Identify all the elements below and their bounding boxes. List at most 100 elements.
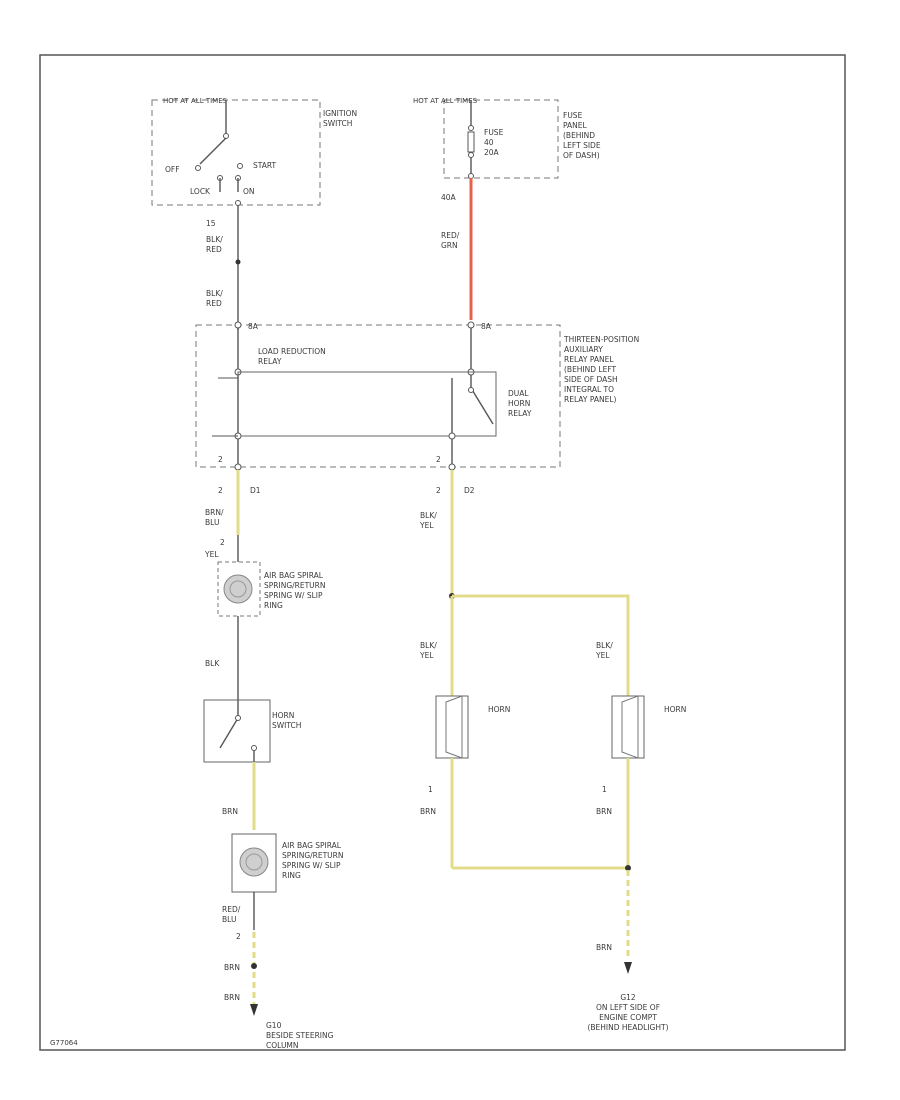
dual-horn-relay-label-line-2: HORN (508, 399, 530, 408)
ground-g10-label-line-2: BESIDE STEERING (266, 1031, 334, 1040)
relay-pin-right-top: 8A (481, 322, 492, 331)
ignition-pin-label: 15 (206, 219, 216, 228)
ignition-on-label: ON (243, 187, 255, 196)
wire-label-blk-yel-right-line-2: YEL (595, 651, 610, 660)
ignition-switch-label-line-2: SWITCH (323, 119, 352, 128)
dual-horn-relay-label-line-1: DUAL (508, 389, 529, 398)
connector-d1-pin: 2 (218, 486, 223, 495)
ignition-switch-label-line-1: IGNITION (323, 109, 357, 118)
load-reduction-relay-label-line-1: LOAD REDUCTION (258, 347, 326, 356)
fuse-pin-label: 40A (441, 193, 457, 202)
wire-label-yel: YEL (204, 550, 219, 559)
horn-switch-label-line-1: HORN (272, 711, 294, 720)
wire-label-blk-yel-main-line-2: YEL (419, 521, 434, 530)
air-bag-spring-2-label-line-1: AIR BAG SPIRAL (282, 841, 342, 850)
wire-label-brn-left-horn: BRN (420, 807, 436, 816)
load-reduction-relay-label-line-2: RELAY (258, 357, 282, 366)
relay-panel-label-line-7: RELAY PANEL) (564, 395, 617, 404)
ground-g10-label-line-3: COLUMN (266, 1041, 299, 1050)
horn-right-label: HORN (664, 705, 686, 714)
ignition-start-label: START (253, 161, 277, 170)
fuse-panel-label-line-3: (BEHIND (563, 131, 595, 140)
wire-label-blk-yel-right: BLK/YEL (595, 641, 613, 660)
wire-label-blk-red-1-line-2: RED (206, 245, 222, 254)
relay-pin-right-bottom: 2 (436, 455, 441, 464)
wire-label-red-grn: RED/GRN (441, 231, 460, 250)
wire-label-blk-red-1: BLK/RED (206, 235, 223, 254)
wire-label-blk-yel-main: BLK/YEL (419, 511, 437, 530)
fuse-40-label-line-2: 40 (484, 138, 494, 147)
fuse-panel-label-line-1: FUSE (563, 111, 583, 120)
connector-d2-pin: 2 (436, 486, 441, 495)
wire-label-blk-yel-left-line-2: YEL (419, 651, 434, 660)
wire-label-blk-yel-main-line-1: BLK/ (420, 511, 437, 520)
relay-pin-left-bottom: 2 (218, 455, 223, 464)
wire-label-red-grn-line-2: GRN (441, 241, 458, 250)
fuse-panel-label-line-4: LEFT SIDE (563, 141, 601, 150)
air-bag-spring-1-label-line-4: RING (264, 601, 283, 610)
dual-horn-relay-label-line-3: RELAY (508, 409, 532, 418)
wire-label-brn-g10b: BRN (224, 993, 240, 1002)
relay-panel-label-line-6: INTEGRAL TO (564, 385, 614, 394)
wire-label-blk: BLK (205, 659, 220, 668)
ground-g12-label-line-1: G12 (620, 993, 636, 1002)
wire-label-blk-yel-left: BLK/YEL (419, 641, 437, 660)
wire-label-brn-right-horn: BRN (596, 807, 612, 816)
wire-label-red-blu: RED/BLU (222, 905, 241, 924)
wire-label-brn-g10a: BRN (224, 963, 240, 972)
wire-label-blk-red-2-line-2: RED (206, 299, 222, 308)
ground-g10-label-line-1: G10 (266, 1021, 282, 1030)
air-bag-spring-2-label-line-3: SPRING W/ SLIP (282, 861, 341, 870)
fuse-40-label-line-1: FUSE (484, 128, 504, 137)
ground-g12-label-line-3: ENGINE COMPT (599, 1013, 657, 1022)
wire-label-brn-horn-sw: BRN (222, 807, 238, 816)
air-bag-spring-1-label-line-2: SPRING/RETURN (264, 581, 326, 590)
horn-right-pin: 1 (602, 785, 607, 794)
ground-g10-symbol (250, 1004, 258, 1016)
air-bag-spring-2-label-line-2: SPRING/RETURN (282, 851, 344, 860)
wire-label-blk-yel-right-line-1: BLK/ (596, 641, 613, 650)
fuse-panel-label-line-5: OF DASH) (563, 151, 600, 160)
relay-panel-label-line-1: THIRTEEN-POSITION (563, 335, 639, 344)
wire-blk-yel-split (452, 594, 630, 696)
spring1-top-pin: 2 (220, 538, 225, 547)
relay-pin-left-top: 8A (248, 322, 259, 331)
relay-panel-label-line-5: SIDE OF DASH (564, 375, 618, 384)
ground-g12-label-line-2: ON LEFT SIDE OF (596, 1003, 660, 1012)
horn-left-label: HORN (488, 705, 510, 714)
diagram-frame (39, 54, 846, 1051)
fuse-40-label-line-3: 20A (484, 148, 500, 157)
wire-label-blk-red-1-line-1: BLK/ (206, 235, 223, 244)
air-bag-spring-2-label-line-4: RING (282, 871, 301, 880)
diagram-id: G77064 (50, 1039, 78, 1047)
wire-label-brn-blu-line-2: BLU (205, 518, 219, 527)
wire-label-brn-blu: BRN/BLU (205, 508, 224, 527)
fuse-hot-header: HOT AT ALL TIMES (413, 97, 478, 105)
wire-label-brn-g12: BRN (596, 943, 612, 952)
horn-switch-label-line-2: SWITCH (272, 721, 301, 730)
spring2-bottom-pin: 2 (236, 932, 241, 941)
horn-left-pin: 1 (428, 785, 433, 794)
horn-right: HORN (611, 695, 686, 759)
ground-g12-label-line-4: (BEHIND HEADLIGHT) (587, 1023, 668, 1032)
relay-panel-label-line-2: AUXILIARY (564, 345, 603, 354)
air-bag-spring-1-label-line-3: SPRING W/ SLIP (264, 591, 323, 600)
wire-label-blk-red-2-line-1: BLK/ (206, 289, 223, 298)
wire-label-red-blu-line-2: BLU (222, 915, 236, 924)
